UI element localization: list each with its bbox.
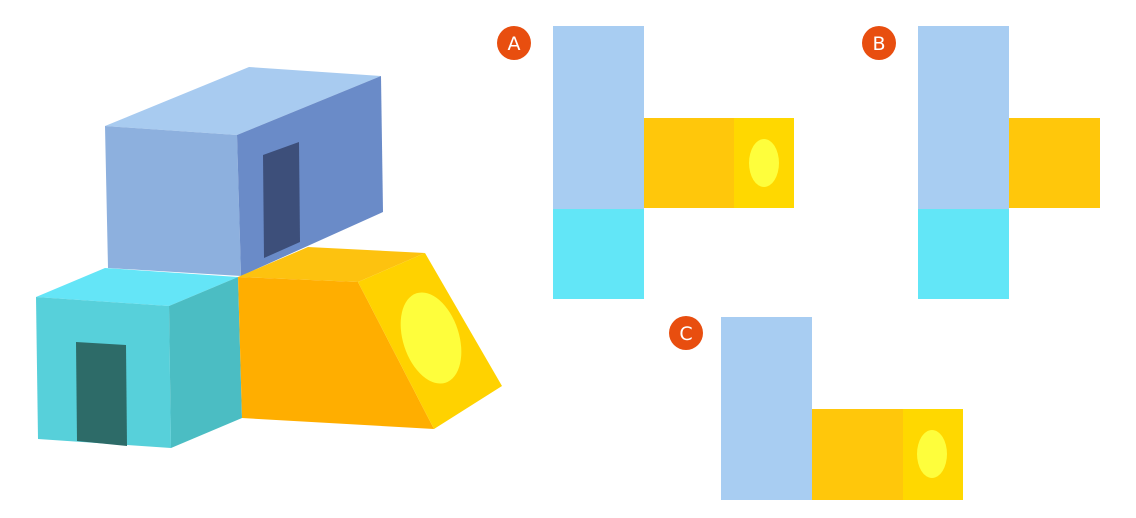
option-c-orange-arm xyxy=(812,409,903,500)
blue-block-top-face xyxy=(105,67,381,135)
option-a-orange-arm xyxy=(644,118,734,208)
blue-block-door xyxy=(263,142,300,258)
option-b-blue-column xyxy=(918,26,1009,209)
option-b-cyan-base xyxy=(918,209,1009,299)
option-a-label: A xyxy=(508,33,521,55)
option-a-badge[interactable]: A xyxy=(497,26,531,60)
option-a-cyan-base xyxy=(553,209,644,299)
option-a-badge-circle xyxy=(497,26,531,60)
orange-wedge-front-face xyxy=(238,277,434,429)
orange-wedge-hole xyxy=(400,292,462,384)
option-a-hole xyxy=(749,139,779,187)
option-c-badge-circle xyxy=(669,316,703,350)
3d-block-assembly xyxy=(36,67,502,448)
blue-block-front-face xyxy=(105,126,241,276)
cyan-block-top-face xyxy=(36,268,238,306)
option-a-blue-column xyxy=(553,26,644,209)
option-b-label: B xyxy=(872,33,885,55)
option-c-view[interactable] xyxy=(721,317,963,500)
option-c-badge[interactable]: C xyxy=(669,316,703,350)
option-c-hole xyxy=(917,430,947,478)
cyan-block xyxy=(36,268,242,448)
option-c-label: C xyxy=(679,323,692,345)
orange-wedge-top-face xyxy=(238,247,425,282)
option-b-badge-circle xyxy=(862,26,896,60)
option-b-view[interactable] xyxy=(918,26,1100,299)
option-b-badge[interactable]: B xyxy=(862,26,896,60)
option-b-orange-arm xyxy=(1009,118,1100,208)
option-c-blue-column xyxy=(721,317,812,500)
orange-wedge xyxy=(238,247,502,429)
option-a-view[interactable] xyxy=(553,26,794,299)
cyan-block-door xyxy=(76,342,127,446)
blue-block xyxy=(105,67,383,276)
cyan-block-side-face xyxy=(169,277,242,448)
